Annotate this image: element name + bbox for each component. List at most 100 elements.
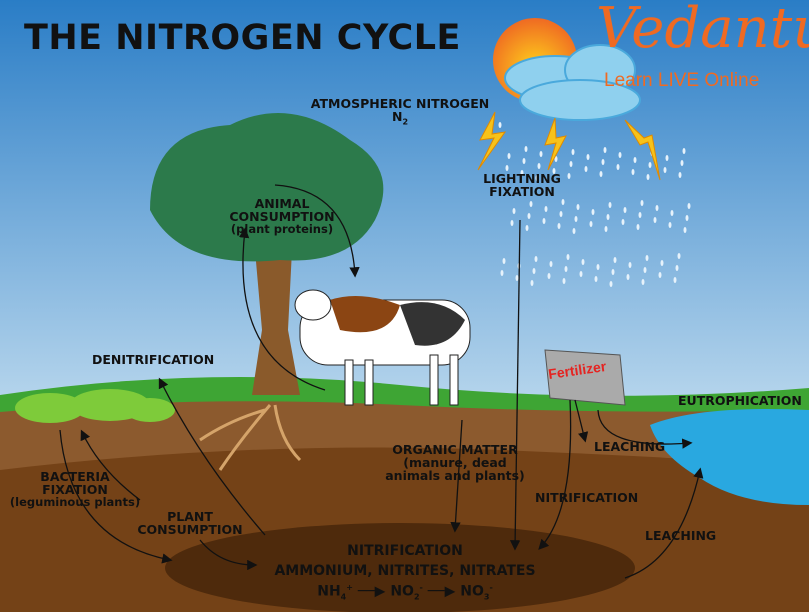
nh4-sup: + xyxy=(346,583,353,592)
bushes xyxy=(15,389,175,423)
raindrop xyxy=(532,268,536,274)
raindrop xyxy=(512,208,516,214)
lightning-bolts xyxy=(477,111,661,181)
label-leaching-lower: LEACHING xyxy=(645,528,717,543)
raindrop xyxy=(608,202,612,208)
bottom-compounds: AMMONIUM, NITRITES, NITRATES xyxy=(274,563,536,579)
raindrop xyxy=(537,163,541,169)
raindrop xyxy=(687,203,691,209)
animal-line1: ANIMAL xyxy=(254,196,310,211)
plant-line2: CONSUMPTION xyxy=(137,522,243,537)
arrows xyxy=(59,184,704,579)
raindrop xyxy=(665,155,669,161)
lightning-line2: FIXATION xyxy=(489,184,555,199)
raindrop xyxy=(567,173,571,179)
raindrop xyxy=(680,160,684,166)
raindrop xyxy=(646,174,650,180)
label-leaching-upper: LEACHING xyxy=(594,439,666,454)
lightning-line1: LIGHTNING xyxy=(483,171,561,186)
raindrop xyxy=(668,222,672,228)
raindrop xyxy=(579,271,583,277)
raindrop xyxy=(559,211,563,217)
no2-sub: 2 xyxy=(413,592,420,602)
raindrop xyxy=(631,169,635,175)
raindrop xyxy=(500,270,504,276)
n2-subscript: 2 xyxy=(402,117,409,127)
raindrop xyxy=(525,225,529,231)
raindrop xyxy=(535,175,539,181)
raindrop xyxy=(685,215,689,221)
raindrop xyxy=(643,267,647,273)
no3-text: NO xyxy=(460,583,484,600)
raindrop xyxy=(603,147,607,153)
organic-line2: (manure, dead xyxy=(403,455,507,470)
bacteria-line3: (leguminous plants) xyxy=(9,495,141,509)
raindrop xyxy=(522,158,526,164)
raindrop xyxy=(611,269,615,275)
organic-line1: ORGANIC MATTER xyxy=(392,442,518,457)
raindrop xyxy=(561,199,565,205)
bottom-nitrification-heading: NITRIFICATION xyxy=(347,543,463,559)
raindrop xyxy=(574,216,578,222)
raindrop xyxy=(628,262,632,268)
raindrop xyxy=(576,204,580,210)
nh4-sub: 4 xyxy=(340,592,347,602)
raindrop xyxy=(581,259,585,265)
raindrop xyxy=(640,200,644,206)
raindrop xyxy=(591,209,595,215)
raindrop xyxy=(616,164,620,170)
raindrop xyxy=(572,228,576,234)
animal-line3: (plant proteins) xyxy=(230,222,334,236)
arrow-icon: ──▶ xyxy=(357,583,386,600)
raindrop xyxy=(557,223,561,229)
bacteria-line2: FIXATION xyxy=(42,482,108,497)
raindrop xyxy=(539,151,543,157)
raindrop xyxy=(677,253,681,259)
raindrop xyxy=(586,154,590,160)
raindrop xyxy=(505,165,509,171)
raindrop xyxy=(613,257,617,263)
raindrop xyxy=(569,161,573,167)
roots xyxy=(199,404,302,471)
raindrop xyxy=(524,146,528,152)
raindrop xyxy=(683,227,687,233)
raindrop xyxy=(549,261,553,267)
raindrop xyxy=(530,280,534,286)
no3-sub: 3 xyxy=(483,592,490,602)
raindrop xyxy=(636,224,640,230)
tree xyxy=(150,113,384,395)
raindrop xyxy=(675,265,679,271)
raindrop xyxy=(618,152,622,158)
raindrop xyxy=(520,170,524,176)
raindrop xyxy=(527,213,531,219)
raindrop xyxy=(648,162,652,168)
raindrop xyxy=(534,256,538,262)
raindrop xyxy=(552,168,556,174)
raindrop xyxy=(670,210,674,216)
raindrop xyxy=(529,201,533,207)
raindrop xyxy=(515,275,519,281)
raindrop xyxy=(645,255,649,261)
raindrop xyxy=(594,276,598,282)
no2-sup: - xyxy=(419,583,423,592)
raindrop xyxy=(655,205,659,211)
atmospheric-text: ATMOSPHERIC NITROGEN xyxy=(310,96,490,111)
raindrop xyxy=(584,166,588,172)
raindrop xyxy=(589,221,593,227)
raindrop xyxy=(547,273,551,279)
raindrop xyxy=(660,260,664,266)
raindrop xyxy=(623,207,627,213)
label-denitrification: DENITRIFICATION xyxy=(92,352,215,367)
raindrop xyxy=(564,266,568,272)
brand-tagline: Learn LIVE Online xyxy=(604,70,760,91)
raindrop xyxy=(653,217,657,223)
cloud xyxy=(504,44,641,121)
no2-text: NO xyxy=(390,583,414,600)
raindrop xyxy=(562,278,566,284)
